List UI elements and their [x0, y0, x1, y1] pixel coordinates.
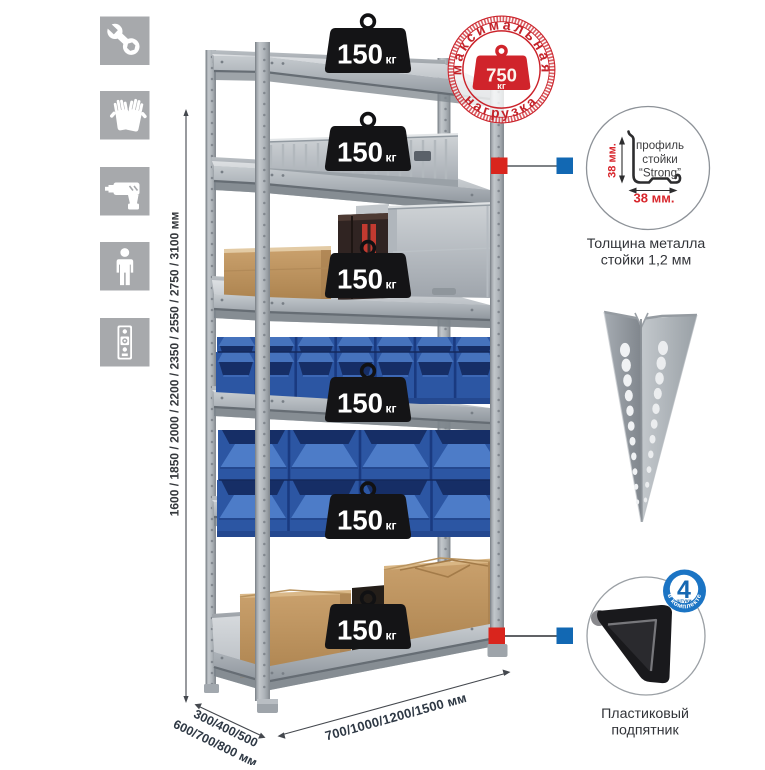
- svg-text:стойки: стойки: [642, 153, 677, 166]
- svg-text:150: 150: [337, 264, 383, 295]
- svg-text:кг: кг: [497, 81, 506, 92]
- svg-text:кг: кг: [385, 278, 396, 292]
- svg-text:стойки 1,2 мм: стойки 1,2 мм: [601, 253, 692, 269]
- svg-text:150: 150: [337, 137, 383, 168]
- svg-text:150: 150: [337, 39, 383, 70]
- svg-text:38 мм.: 38 мм.: [607, 143, 619, 178]
- svg-text:кг: кг: [385, 629, 396, 643]
- svg-text:Толщина металла: Толщина металла: [587, 236, 706, 252]
- svg-text:“Strong”: “Strong”: [639, 167, 681, 180]
- svg-text:150: 150: [337, 388, 383, 419]
- svg-text:профиль: профиль: [636, 139, 684, 152]
- svg-text:кг: кг: [385, 402, 396, 416]
- svg-text:4: 4: [677, 576, 691, 604]
- svg-text:38 мм.: 38 мм.: [634, 191, 675, 206]
- svg-text:150: 150: [337, 505, 383, 536]
- svg-text:кг: кг: [385, 53, 396, 67]
- svg-text:750: 750: [486, 65, 517, 86]
- svg-text:кг: кг: [385, 519, 396, 533]
- svg-text:штуки: штуки: [676, 599, 691, 605]
- svg-text:1600 / 1850 / 2000 / 2200 / 23: 1600 / 1850 / 2000 / 2200 / 2350 / 2550 …: [168, 212, 182, 517]
- svg-text:Пластиковый: Пластиковый: [601, 706, 689, 722]
- svg-text:кг: кг: [385, 151, 396, 165]
- svg-text:150: 150: [337, 615, 383, 646]
- svg-text:подпятник: подпятник: [611, 723, 679, 739]
